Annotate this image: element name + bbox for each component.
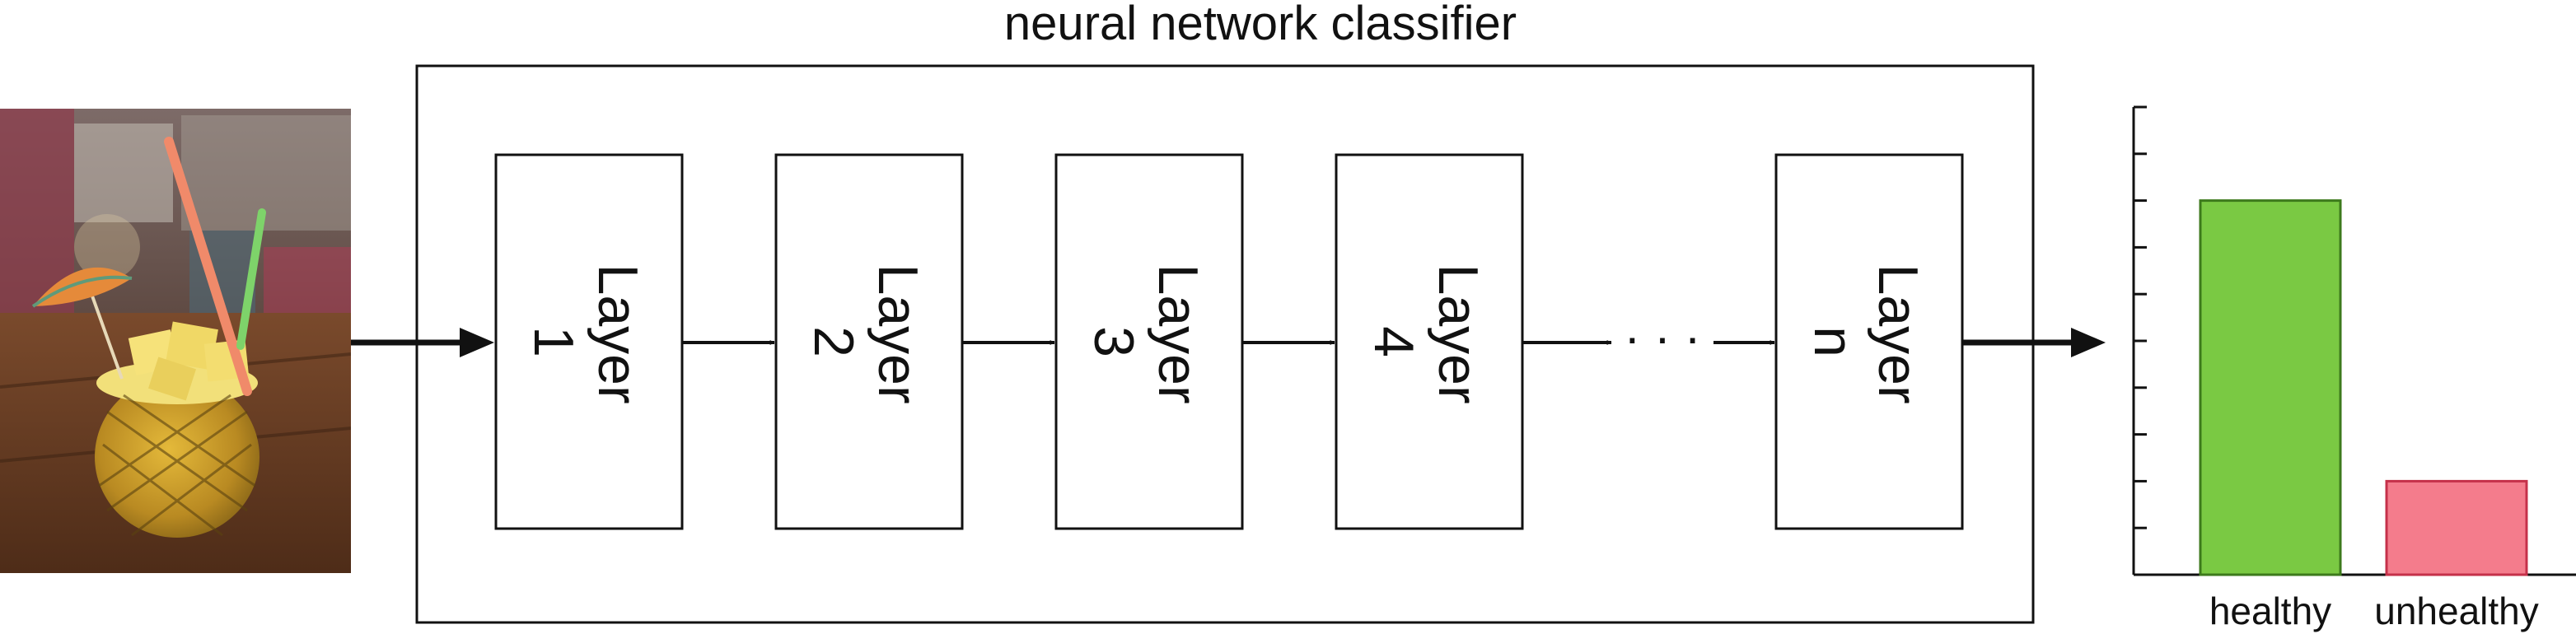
- chart-y-ticks: [2134, 105, 2147, 529]
- svg-text:Layer 4: Layer 4: [1363, 263, 1489, 419]
- layer-label-index: n: [1802, 326, 1865, 357]
- svg-text:Layer 3: Layer 3: [1082, 263, 1209, 419]
- input-photo: [0, 109, 351, 573]
- layer-box-2: Layer 2: [774, 153, 964, 530]
- layer-label-word: Layer: [1147, 263, 1209, 403]
- output-arrow: [1962, 328, 2106, 357]
- layer-box-n: Layer n: [1774, 153, 1964, 530]
- layer-label-word: Layer: [867, 263, 929, 403]
- layer-box-1: Layer 1: [494, 153, 684, 530]
- output-bar-chart: healthy unhealthy: [2132, 105, 2576, 632]
- layer-box-4: Layer 4: [1335, 153, 1524, 530]
- bar-unhealthy: [2385, 479, 2528, 576]
- layer-label-index: 1: [522, 326, 585, 357]
- category-label-healthy: healthy: [2209, 590, 2331, 632]
- layer-label-index: 4: [1363, 326, 1425, 357]
- input-arrow: [351, 328, 494, 357]
- svg-text:Layer n: Layer n: [1802, 263, 1929, 419]
- layer-label-word: Layer: [587, 263, 649, 403]
- category-label-unhealthy: unhealthy: [2374, 590, 2539, 632]
- svg-text:Layer 2: Layer 2: [802, 263, 929, 419]
- layer-label-word: Layer: [1427, 263, 1489, 403]
- layer-label-index: 3: [1082, 326, 1145, 357]
- chart-category-labels: healthy unhealthy: [2209, 590, 2539, 632]
- diagram-title: neural network classifier: [1004, 0, 1517, 50]
- layer-label-index: 2: [802, 326, 865, 357]
- layers-ellipsis: · · ·: [1624, 310, 1700, 365]
- svg-text:Layer 1: Layer 1: [522, 263, 649, 419]
- layer-label-word: Layer: [1867, 263, 1929, 403]
- bar-healthy: [2199, 199, 2342, 576]
- chart-bars: [2199, 199, 2528, 576]
- layer-box-3: Layer 3: [1054, 153, 1244, 530]
